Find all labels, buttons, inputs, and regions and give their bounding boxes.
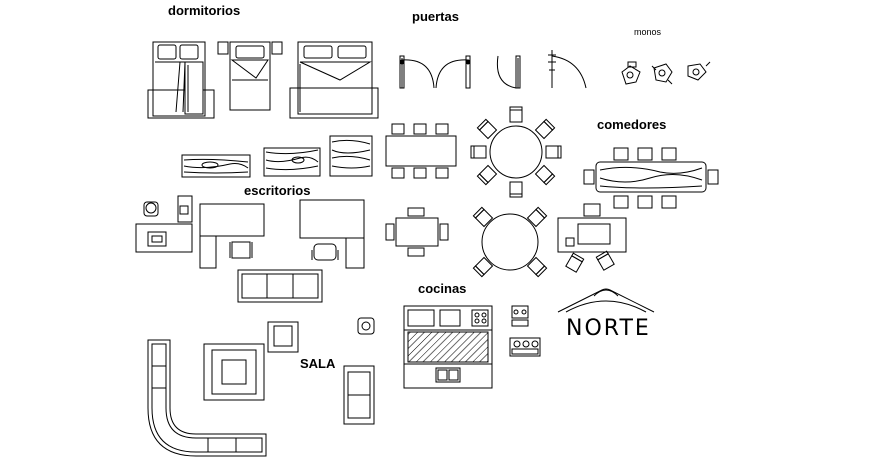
sofa-three-seat [238,270,322,302]
label-comedores: comedores [597,117,667,132]
person-figure-2 [652,64,672,84]
wood-panel-1 [182,155,250,177]
person-figure-1 [622,62,640,84]
wood-panel-3 [330,136,372,176]
label-sala: SALA [300,356,336,371]
bed-double [290,42,378,118]
sofa-l-shaped [148,340,266,456]
dining-table-round-8 [470,106,562,198]
person-figure-3 [688,62,710,80]
armchair-1 [268,322,298,352]
north-arrow-icon [558,289,654,312]
dining-table-wood-8 [584,148,718,208]
bed-single [218,42,282,110]
loveseat [344,366,374,424]
door-pivot [548,50,586,88]
desk-workstation [136,196,192,252]
rug-square [204,344,264,400]
label-escritorios: escritorios [244,183,311,198]
label-norte: NORTE [566,316,651,341]
stove-top-2 [512,306,528,326]
label-dormitorios: dormitorios [168,3,241,18]
desk-executive [300,200,364,268]
wood-panel-2 [264,148,320,176]
label-puertas: puertas [412,9,459,24]
label-monos: monos [634,27,662,37]
armchair-small [358,318,374,334]
kitchen-layout [404,306,492,388]
door-single-swing [497,56,520,88]
dining-table-with-chairs [558,204,626,273]
range-oven [510,338,540,356]
dining-table-round-4 [472,206,548,278]
bed-single-with-cover [148,42,214,118]
label-cocinas: cocinas [418,281,467,296]
door-double-swing [400,56,470,88]
dining-table-square-4 [386,208,448,256]
desk-l-shaped [200,204,264,268]
dining-table-rect-6 [386,124,456,178]
